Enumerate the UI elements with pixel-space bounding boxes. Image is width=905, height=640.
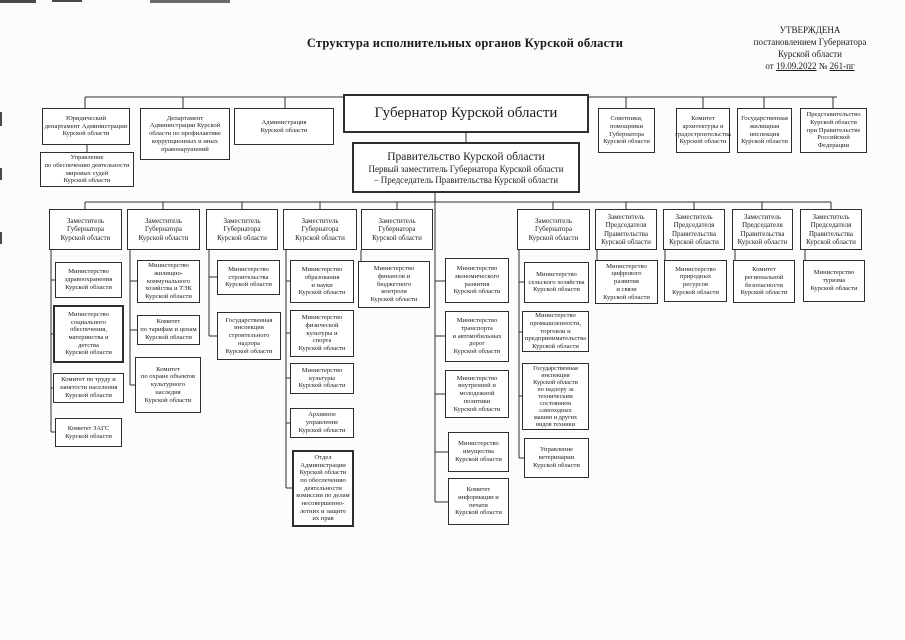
approval-line-1: УТВЕРЖДЕНА [779,25,841,35]
node-ministry-economy: Министерство экономического развития Кур… [445,258,509,303]
scan-artifact [52,0,82,2]
government-subtitle-2: – Председатель Правительства Курской обл… [373,174,559,185]
approval-note: УТВЕРЖДЕНА постановлением Губернатора Ку… [722,24,898,73]
node-veterinary-office: Управление ветеринарии Курской области [524,438,589,478]
node-legal-department: Юридический департамент Администрации Ку… [42,108,130,145]
node-deputy-chairman-1: Заместитель Председателя Правительства К… [595,209,657,250]
node-governor: Губернатор Курской области [343,94,589,133]
node-ministry-digital: Министерство цифрового развития и связи … [595,260,658,304]
node-deputy-chairman-3: Заместитель Председателя Правительства К… [732,209,793,250]
node-deputy-governor-4: Заместитель Губернатора Курской области [283,209,357,250]
scan-artifact [0,0,36,3]
approval-line-4: от 19.09.2022 № 261-пг [722,60,898,72]
node-advisors: Советники, помощники Губернатора Курской… [598,108,655,153]
government-title: Правительство Курской области [387,150,545,163]
approval-date: 19.09.2022 [775,61,817,72]
node-ministry-industry: Министерство промышленности, торговли и … [522,311,589,352]
node-committee-security: Комитет региональной безопасности Курско… [733,260,795,303]
node-ministry-transport: Министерство транспорта и автомобильных … [445,311,509,362]
node-machinery-inspection: Государственная инспекция Курской област… [522,363,589,430]
node-ministry-construction: Министерство строительства Курской облас… [217,260,280,295]
scan-artifact [0,168,2,180]
node-committee-labor: Комитет по труду и занятости населения К… [53,373,124,403]
node-judges-office: Управление по обеспечению деятельности м… [40,152,134,187]
node-archive-office: Архивное управление Курской области [290,408,354,438]
node-representation: Представительство Курской области при Пр… [800,108,867,153]
node-anticorruption-department: Департамент Администрации Курской област… [140,108,230,160]
node-ministry-natural-resources: Министерство природных ресурсов Курской … [664,260,727,302]
node-minors-department: Отдел Администрации Курской области по о… [292,450,354,527]
node-ministry-social: Министерство социального обеспечения, ма… [53,305,124,363]
node-ministry-culture: Министерство культуры Курской области [290,363,354,394]
government-subtitle-1: Первый заместитель Губернатора Курской о… [368,163,564,174]
node-committee-tariffs: Комитет по тарифам и ценам Курской облас… [137,315,200,345]
node-administration: Администрация Курской области [234,108,334,145]
node-committee-information: Комитет информации и печати Курской обла… [448,478,509,525]
node-ministry-property: Министерство имущества Курской области [448,432,509,472]
node-ministry-internal-policy: Министерство внутренней и молодежной пол… [445,370,509,418]
approval-no-label: № [818,61,828,72]
node-committee-heritage: Комитет по охране объектов культурного н… [135,357,201,413]
node-ministry-education: Министерство образования и науки Курской… [290,260,354,303]
node-ministry-utilities: Министерство жилищно- коммунального хозя… [137,260,200,303]
node-deputy-chairman-2: Заместитель Председателя Правительства К… [663,209,725,250]
approval-line-2: постановлением Губернатора [753,37,867,48]
node-construction-inspection: Государственная инспекция строительного … [217,312,281,360]
node-ministry-sport: Министерство физической культуры и спорт… [290,310,354,357]
node-architecture-committee: Комитет архитектуры и градостроительства… [675,108,731,153]
node-committee-zags: Комитет ЗАГС Курской области [55,418,122,447]
approval-from-label: от [765,61,774,72]
scan-artifact [0,112,2,126]
node-government: Правительство Курской области Первый зам… [352,142,580,193]
node-deputy-chairman-4: Заместитель Председателя Правительства К… [800,209,862,250]
node-deputy-governor-6: Заместитель Губернатора Курской области [517,209,590,250]
page-title: Структура исполнительных органов Курской… [306,36,624,50]
node-ministry-agriculture: Министерство сельского хозяйства Курской… [524,262,589,303]
node-deputy-governor-1: Заместитель Губернатора Курской области [49,209,122,250]
node-deputy-governor-2: Заместитель Губернатора Курской области [127,209,200,250]
approval-line-3: Курской области [778,49,842,60]
node-ministry-tourism: Министерство туризма Курской области [803,260,865,302]
node-ministry-finance: Министерство финансов и бюджетного контр… [358,261,430,308]
node-housing-inspection: Государственная жилищная инспекция Курск… [737,108,792,153]
scan-artifact [150,0,230,3]
approval-number: 261-пг [829,61,855,72]
node-deputy-governor-3: Заместитель Губернатора Курской области [206,209,278,250]
node-ministry-health: Министерство здравоохранения Курской обл… [55,262,122,298]
scan-artifact [0,232,2,244]
node-deputy-governor-5: Заместитель Губернатора Курской области [361,209,433,250]
